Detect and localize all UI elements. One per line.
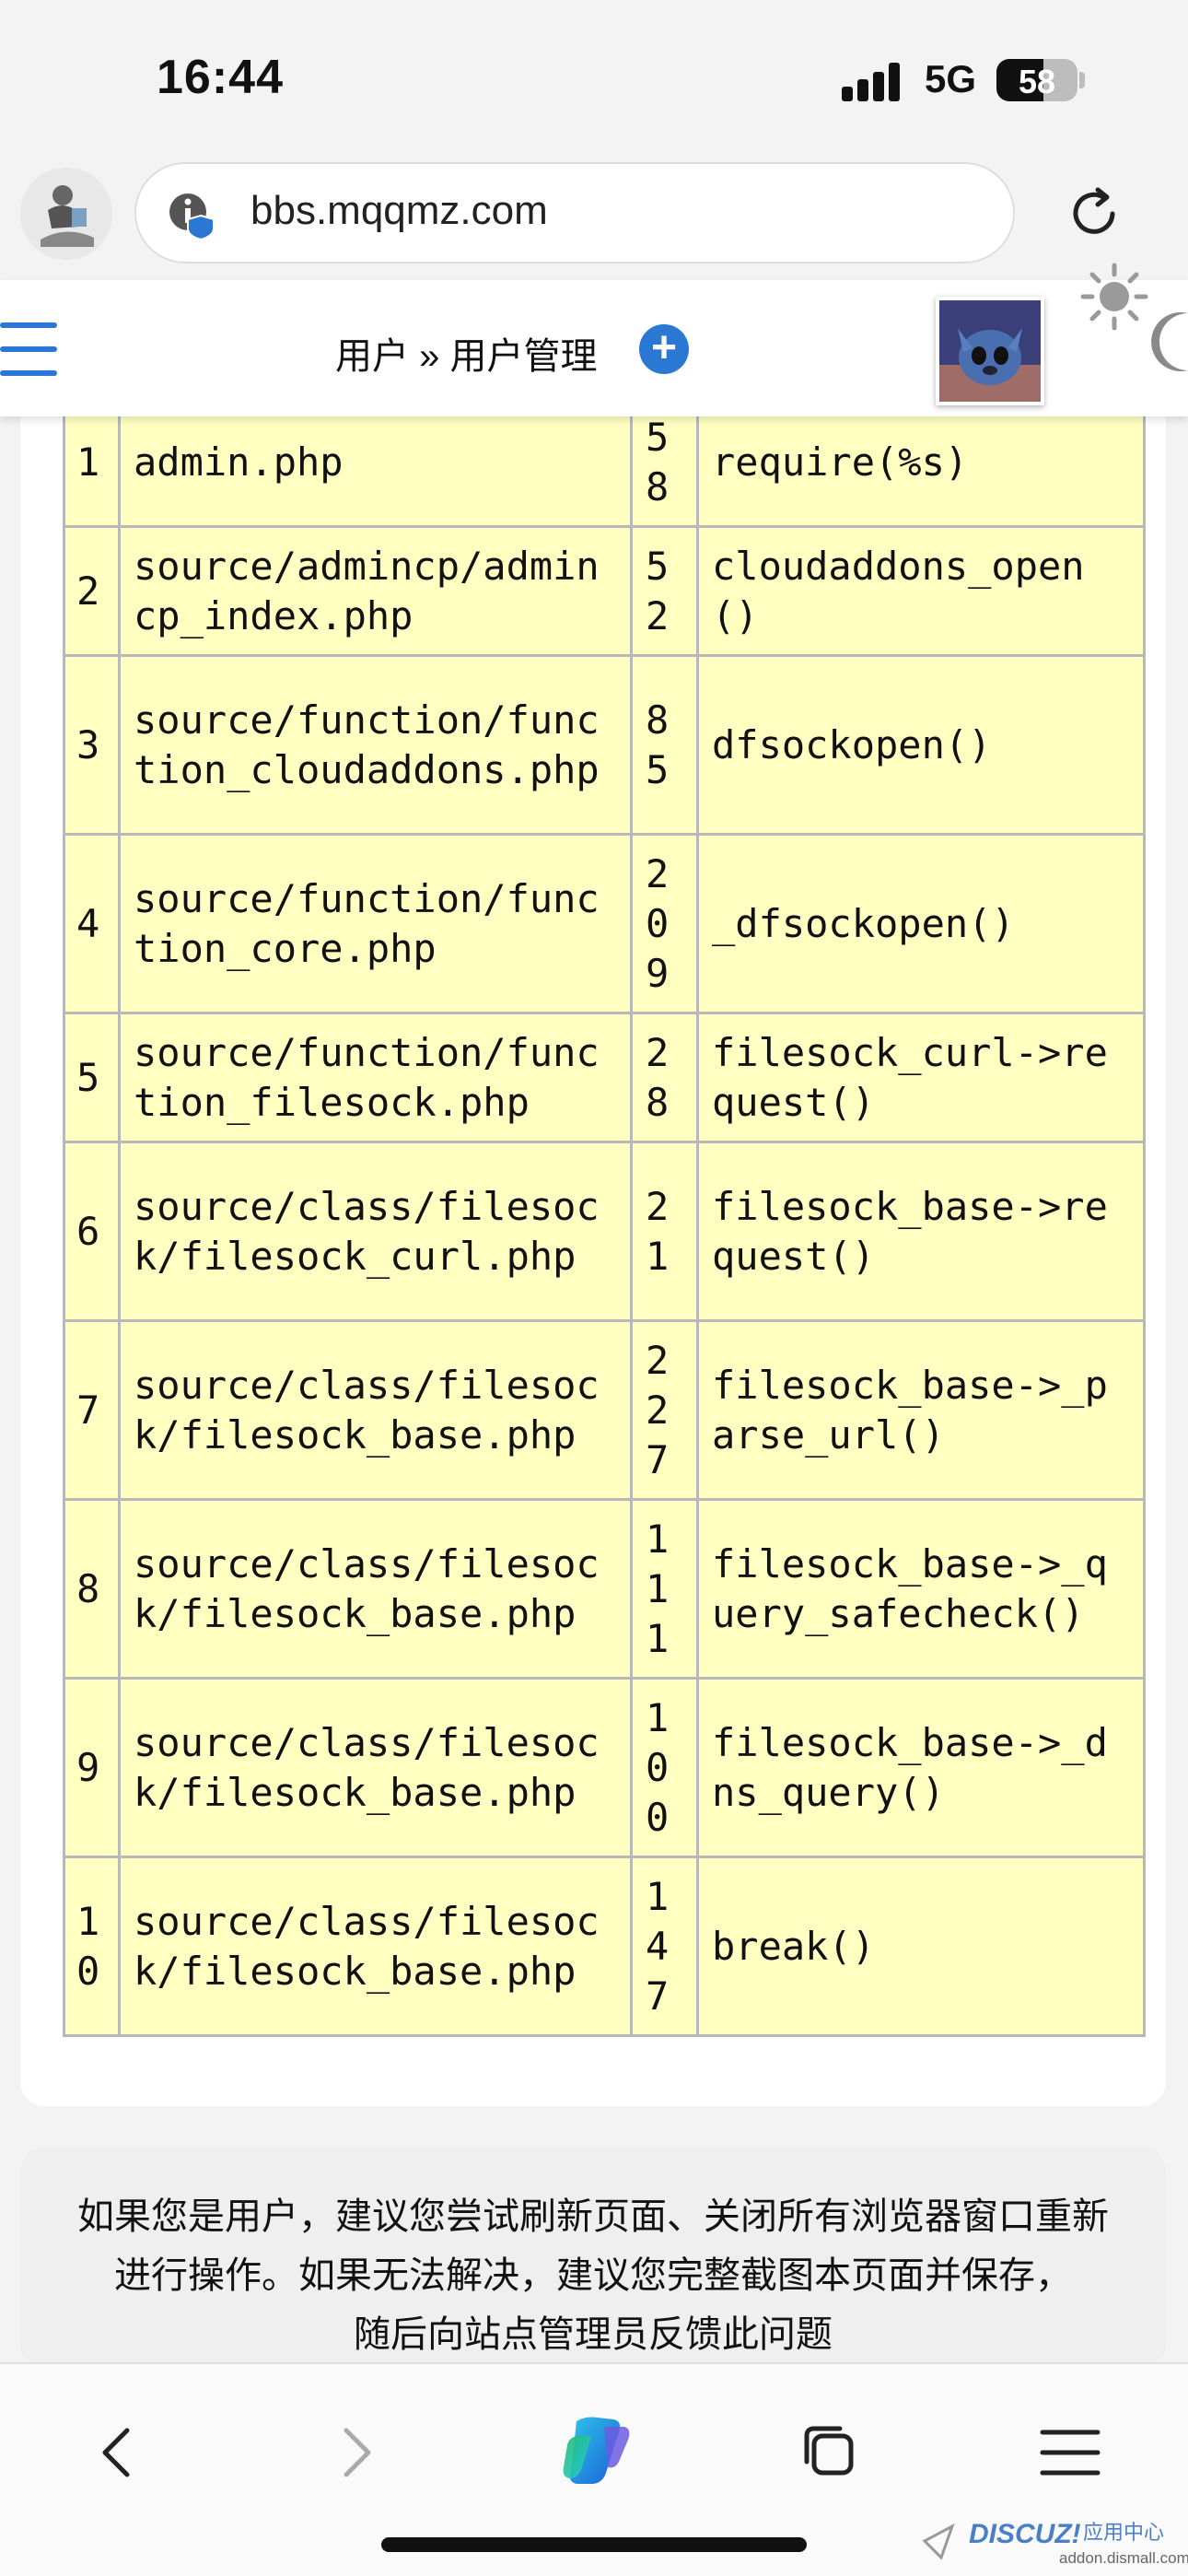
battery-percent: 58 <box>1018 63 1056 100</box>
trace-row-number: 4 <box>63 833 121 1014</box>
trace-file-path: admin.php <box>118 396 633 528</box>
reload-icon[interactable] <box>1065 184 1124 243</box>
trace-line-number: 28 <box>630 1012 699 1143</box>
trace-row-number: 10 <box>63 1856 121 2037</box>
trace-line-number: 147 <box>630 1856 699 2037</box>
trace-function: filesock_base->_dns_query() <box>696 1677 1146 1858</box>
trace-line-number: 85 <box>630 654 699 836</box>
trace-file-path: source/class/filesock/filesock_base.php <box>118 1856 633 2037</box>
trace-file-path: source/class/filesock/filesock_curl.php <box>118 1141 633 1322</box>
network-type: 5G <box>925 57 977 100</box>
trace-function: require(%s) <box>696 396 1146 528</box>
sun-icon[interactable] <box>1079 262 1149 332</box>
trace-file-path: source/function/function_core.php <box>118 833 633 1014</box>
notice-line-2: 随后向站点管理员反馈此问题 <box>354 2314 833 2355</box>
trace-function: filesock_base->_query_safecheck() <box>696 1498 1146 1680</box>
trace-file-path: source/function/function_filesock.php <box>118 1012 633 1143</box>
trace-row-number: 5 <box>63 1012 121 1143</box>
chevron-right-icon[interactable] <box>319 2416 392 2489</box>
notice-line-1: 如果您是用户，建议您尝试刷新页面、关闭所有浏览器窗口重新进行操作。如果无法解决，… <box>77 2196 1109 2296</box>
trace-line-number: 21 <box>630 1141 699 1322</box>
trace-line-number: 100 <box>630 1677 699 1858</box>
watermark-sub: 应用中心 <box>1083 2522 1164 2545</box>
discuz-watermark: DISCUZ! 应用中心 addon.dismall.com <box>921 2506 1188 2576</box>
chevron-left-icon[interactable] <box>81 2416 155 2489</box>
watermark-brand: DISCUZ! <box>969 2519 1081 2549</box>
info-shield-icon[interactable] <box>168 192 215 240</box>
trace-line-number: 227 <box>630 1319 699 1501</box>
trace-function: _dfsockopen() <box>696 833 1146 1014</box>
trace-file-path: source/class/filesock/filesock_base.php <box>118 1677 633 1858</box>
trace-row-number: 7 <box>63 1319 121 1501</box>
hamburger-menu-icon[interactable] <box>0 322 57 376</box>
watermark-url: addon.dismall.com <box>1059 2549 1188 2567</box>
profile-avatar[interactable] <box>20 168 112 260</box>
home-indicator[interactable] <box>381 2537 807 2552</box>
trace-line-number: 52 <box>630 525 699 657</box>
trace-file-path: source/admincp/admincp_index.php <box>118 525 633 657</box>
plus-circle-icon[interactable]: + <box>639 324 689 374</box>
hamburger-icon[interactable] <box>1033 2416 1107 2489</box>
trace-function: filesock_base->_parse_url() <box>696 1319 1146 1501</box>
tabs-icon[interactable] <box>794 2416 868 2489</box>
status-bar: 16:44 5G 58 <box>0 0 1188 157</box>
trace-file-path: source/class/filesock/filesock_base.php <box>118 1498 633 1680</box>
battery-icon: 58 <box>996 59 1077 101</box>
trace-line-number: 58 <box>630 396 699 528</box>
trace-function: dfsockopen() <box>696 654 1146 836</box>
trace-function: filesock_base->request() <box>696 1141 1146 1322</box>
trace-row-number: 9 <box>63 1677 121 1858</box>
trace-function: cloudaddons_open() <box>696 525 1146 657</box>
trace-row-number: 1 <box>63 396 121 528</box>
breadcrumb[interactable]: 用户 » 用户管理 <box>335 336 598 377</box>
cellular-signal-icon <box>842 61 903 101</box>
trace-file-path: source/class/filesock/filesock_base.php <box>118 1319 633 1501</box>
user-avatar[interactable] <box>936 297 1044 405</box>
status-time: 16:44 <box>157 51 284 104</box>
notice-card: 如果您是用户，建议您尝试刷新页面、关闭所有浏览器窗口重新进行操作。如果无法解决，… <box>20 2147 1166 2368</box>
notice-text: 如果您是用户，建议您尝试刷新页面、关闭所有浏览器窗口重新进行操作。如果无法解决，… <box>70 2187 1116 2364</box>
trace-function: filesock_curl->request() <box>696 1012 1146 1143</box>
trace-function: break() <box>696 1856 1146 2037</box>
trace-row-number: 2 <box>63 525 121 657</box>
trace-file-path: source/function/function_cloudaddons.php <box>118 654 633 836</box>
address-bar[interactable]: bbs.mqqmz.com <box>134 162 1015 263</box>
url-text[interactable]: bbs.mqqmz.com <box>250 188 548 233</box>
site-header: 用户 » 用户管理 + <box>0 280 1188 416</box>
battery-fill <box>996 59 1044 101</box>
trace-line-number: 111 <box>630 1498 699 1680</box>
trace-row-number: 8 <box>63 1498 121 1680</box>
copilot-icon[interactable] <box>549 2408 637 2497</box>
moon-icon[interactable] <box>1144 310 1188 374</box>
trace-row-number: 6 <box>63 1141 121 1322</box>
trace-row-number: 3 <box>63 654 121 836</box>
trace-line-number: 209 <box>630 833 699 1014</box>
battery-tip <box>1079 72 1085 88</box>
